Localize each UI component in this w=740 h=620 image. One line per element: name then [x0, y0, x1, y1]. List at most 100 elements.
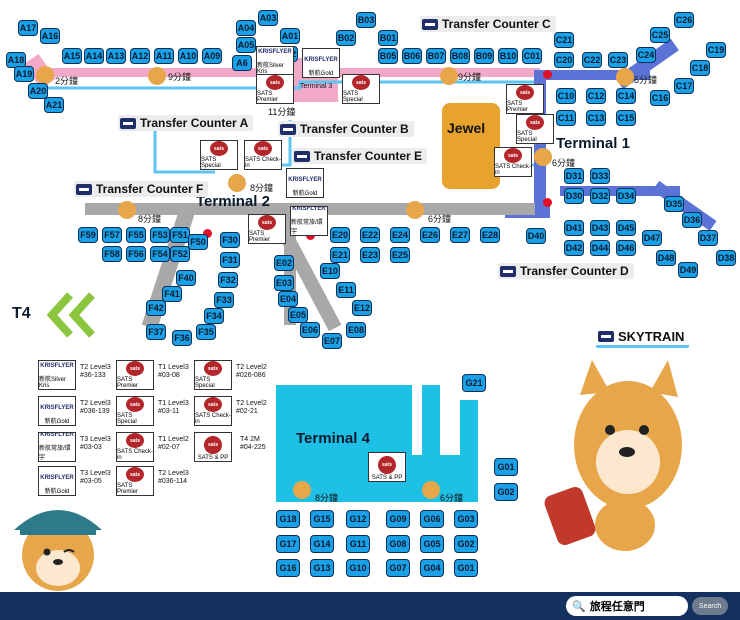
gate-g14[interactable]: G14 — [310, 535, 334, 553]
gate-e21[interactable]: E21 — [330, 247, 350, 263]
gate-d38[interactable]: D38 — [716, 250, 736, 266]
gate-f57[interactable]: F57 — [102, 227, 122, 243]
gate-e22[interactable]: E22 — [360, 227, 380, 243]
gate-c26[interactable]: C26 — [674, 12, 694, 28]
gate-f31[interactable]: F31 — [220, 252, 240, 268]
gate-g04[interactable]: G04 — [420, 559, 444, 577]
gate-d48[interactable]: D48 — [656, 250, 676, 266]
gate-g07[interactable]: G07 — [386, 559, 410, 577]
gate-c01[interactable]: C01 — [522, 48, 542, 64]
gate-e28[interactable]: E28 — [480, 227, 500, 243]
gate-e04[interactable]: E04 — [278, 291, 298, 307]
gate-e27[interactable]: E27 — [450, 227, 470, 243]
gate-d47[interactable]: D47 — [642, 230, 662, 246]
gate-d35[interactable]: D35 — [664, 196, 684, 212]
gate-f36[interactable]: F36 — [172, 330, 192, 346]
gate-d42[interactable]: D42 — [564, 240, 584, 256]
gate-e06[interactable]: E06 — [300, 322, 320, 338]
gate-f37[interactable]: F37 — [146, 324, 166, 340]
gate-b07[interactable]: B07 — [426, 48, 446, 64]
gate-a15[interactable]: A15 — [62, 48, 82, 64]
gate-d30[interactable]: D30 — [564, 188, 584, 204]
gate-c21[interactable]: C21 — [554, 32, 574, 48]
gate-a6[interactable]: A6 — [232, 55, 252, 71]
gate-a05[interactable]: A05 — [236, 37, 256, 53]
gate-a19[interactable]: A19 — [14, 66, 34, 82]
gate-d40[interactable]: D40 — [526, 228, 546, 244]
gate-f56[interactable]: F56 — [126, 246, 146, 262]
gate-c10[interactable]: C10 — [556, 88, 576, 104]
gate-b03[interactable]: B03 — [356, 12, 376, 28]
gate-e24[interactable]: E24 — [390, 227, 410, 243]
gate-f54[interactable]: F54 — [150, 246, 170, 262]
gate-f33[interactable]: F33 — [214, 292, 234, 308]
gate-c17[interactable]: C17 — [674, 78, 694, 94]
gate-d37[interactable]: D37 — [698, 230, 718, 246]
gate-g21[interactable]: G21 — [462, 374, 486, 392]
gate-a03[interactable]: A03 — [258, 10, 278, 26]
gate-g01[interactable]: G01 — [494, 458, 518, 476]
gate-b06[interactable]: B06 — [402, 48, 422, 64]
gate-g02[interactable]: G02 — [494, 483, 518, 501]
gate-g08[interactable]: G08 — [386, 535, 410, 553]
gate-a09[interactable]: A09 — [202, 48, 222, 64]
gate-f51[interactable]: F51 — [170, 227, 190, 243]
gate-g17[interactable]: G17 — [276, 535, 300, 553]
gate-a16[interactable]: A16 — [40, 28, 60, 44]
gate-f41[interactable]: F41 — [162, 286, 182, 302]
gate-a11[interactable]: A11 — [154, 48, 174, 64]
gate-c18[interactable]: C18 — [690, 60, 710, 76]
gate-f58[interactable]: F58 — [102, 246, 122, 262]
gate-e26[interactable]: E26 — [420, 227, 440, 243]
gate-d41[interactable]: D41 — [564, 220, 584, 236]
gate-g18[interactable]: G18 — [276, 510, 300, 528]
gate-c24[interactable]: C24 — [636, 47, 656, 63]
gate-f34[interactable]: F34 — [204, 308, 224, 324]
gate-a20[interactable]: A20 — [28, 83, 48, 99]
gate-f50[interactable]: F50 — [188, 234, 208, 250]
gate-e05[interactable]: E05 — [288, 307, 308, 323]
gate-f42[interactable]: F42 — [146, 300, 166, 316]
gate-g05[interactable]: G05 — [420, 535, 444, 553]
gate-e25[interactable]: E25 — [390, 247, 410, 263]
gate-e11[interactable]: E11 — [336, 282, 356, 298]
gate-f53[interactable]: F53 — [150, 227, 170, 243]
gate-d33[interactable]: D33 — [590, 168, 610, 184]
gate-a17[interactable]: A17 — [18, 20, 38, 36]
gate-c12[interactable]: C12 — [586, 88, 606, 104]
gate-c25[interactable]: C25 — [650, 27, 670, 43]
gate-g13[interactable]: G13 — [310, 559, 334, 577]
gate-a10[interactable]: A10 — [178, 48, 198, 64]
gate-e12[interactable]: E12 — [352, 300, 372, 316]
gate-c16[interactable]: C16 — [650, 90, 670, 106]
gate-e02[interactable]: E02 — [274, 255, 294, 271]
gate-c14[interactable]: C14 — [616, 88, 636, 104]
gate-b08[interactable]: B08 — [450, 48, 470, 64]
gate-f59[interactable]: F59 — [78, 227, 98, 243]
gate-b02[interactable]: B02 — [336, 30, 356, 46]
gate-b10[interactable]: B10 — [498, 48, 518, 64]
gate-a04[interactable]: A04 — [236, 20, 256, 36]
gate-e23[interactable]: E23 — [360, 247, 380, 263]
gate-d49[interactable]: D49 — [678, 262, 698, 278]
gate-e20[interactable]: E20 — [330, 227, 350, 243]
gate-g01b[interactable]: G01 — [454, 559, 478, 577]
gate-e03[interactable]: E03 — [274, 275, 294, 291]
search-button[interactable]: Search — [692, 597, 728, 615]
transfer-counter-d[interactable]: Transfer Counter D — [498, 263, 634, 279]
